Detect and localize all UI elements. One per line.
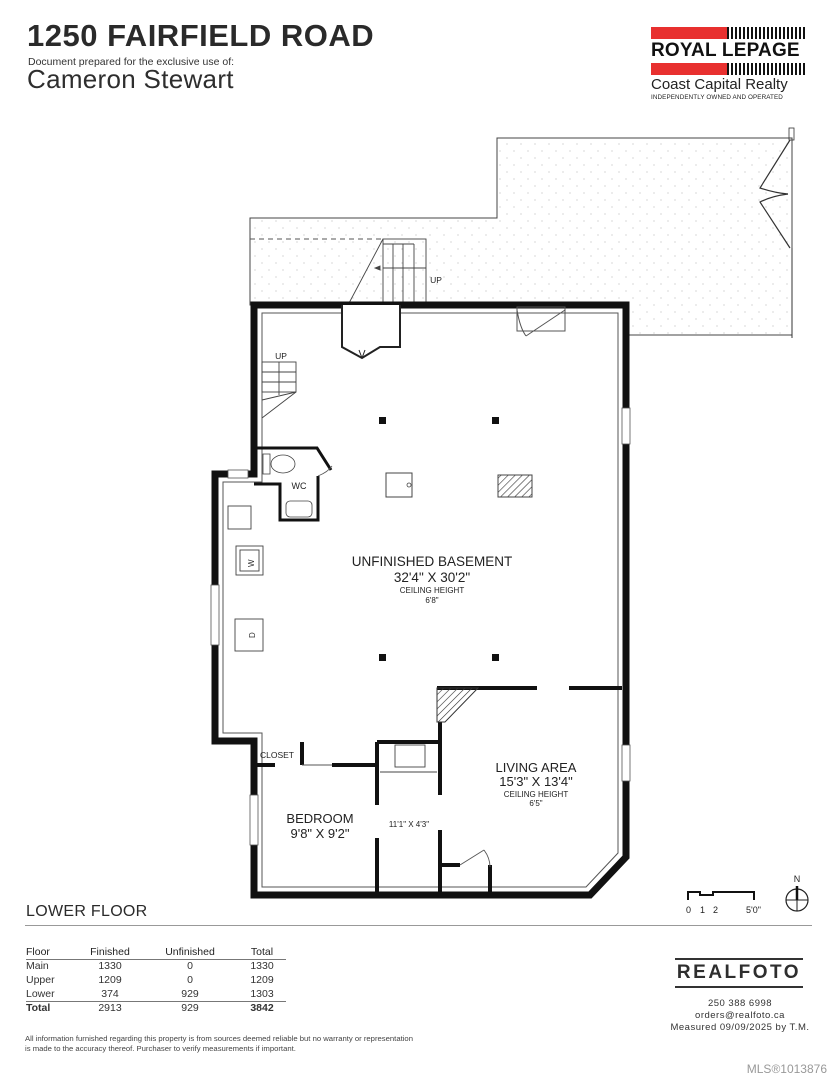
table-row: Upper 1209 0 1209 [26, 974, 286, 988]
photographer-contact: 250 388 6998 orders@realfoto.ca Measured… [650, 998, 830, 1034]
cell-total: 3842 [238, 1001, 286, 1017]
interior-stairs-up-label: UP [275, 351, 287, 361]
bifold-door [759, 127, 795, 338]
exterior-stairs-up-label: UP [430, 275, 442, 285]
royal-lepage-logo: ROYAL LEPAGE Coast Capital Realty INDEPE… [651, 27, 807, 101]
room-name-basement: UNFINISHED BASEMENT [352, 554, 513, 569]
logo-rule-bottom [675, 986, 803, 988]
scale-tick-2: 2 [713, 905, 719, 915]
cell-floor: Total [26, 1001, 78, 1017]
scale-tick-1: 1 [700, 905, 706, 915]
property-address-title: 1250 FAIRFIELD ROAD [27, 18, 375, 53]
logo-brand: ROYAL LEPAGE [651, 40, 800, 61]
ceiling-label-basement: CEILING HEIGHT [400, 586, 465, 595]
mls-number: MLS®1013876 [746, 1062, 827, 1076]
wc-room [254, 446, 333, 522]
logo-top-bar [651, 27, 807, 39]
cell-total: 1330 [250, 960, 274, 972]
photographer-name: REALFOTO [676, 962, 802, 983]
cell-unfinished: 0 [187, 960, 193, 972]
client-name: Cameron Stewart [27, 64, 234, 94]
deck-area [249, 127, 795, 338]
cell-finished: 1330 [98, 960, 122, 972]
washer-label: W [247, 559, 256, 567]
ceiling-label-living: CEILING HEIGHT [504, 790, 569, 799]
cell-finished: 374 [101, 987, 119, 1000]
column-header-finished: Finished [78, 946, 142, 960]
divider [25, 925, 812, 926]
closet-label: CLOSET [260, 750, 294, 760]
cell-floor: Upper [26, 973, 55, 986]
column-header-unfinished: Unfinished [142, 946, 238, 960]
exterior-walls [211, 301, 630, 899]
dryer-label: D [248, 632, 257, 638]
table-row: Main 1330 0 1330 [26, 960, 286, 974]
room-name-bedroom: BEDROOM [286, 811, 353, 826]
phone-number: 250 388 6998 [707, 998, 773, 1009]
cell-unfinished: 929 [142, 1001, 238, 1017]
laundry-fixtures [227, 505, 264, 652]
column-header-total: Total [238, 946, 286, 960]
room-dims-living: 15'3" X 13'4" [499, 774, 573, 789]
logo-tagline: INDEPENDENTLY OWNED AND OPERATED [651, 94, 783, 101]
room-dims-basement: 32'4" X 30'2" [394, 570, 471, 585]
table-header-row: Floor Finished Unfinished Total [26, 946, 286, 960]
disclaimer-text: All information furnished regarding this… [25, 1034, 413, 1053]
ceiling-living: 6'5" [529, 799, 542, 808]
logo-bottom-bar [651, 63, 807, 75]
living-door [459, 849, 491, 868]
north-arrow-icon: N [783, 874, 811, 921]
windows [210, 407, 631, 846]
interior-stairs [261, 361, 297, 419]
floor-plan-drawing: W D UNFINISHED B [210, 127, 795, 899]
chimney-hatch [436, 687, 480, 723]
interior-walls [254, 686, 622, 895]
scale-tick-0: 0 [686, 905, 692, 915]
room-dims-bath: 11'1" X 4'3" [389, 820, 429, 829]
cell-floor: Main [26, 960, 49, 972]
cell-total: 1209 [250, 973, 274, 986]
scale-bar: 0 1 2 5'0" [686, 888, 771, 915]
cell-total: 1303 [250, 987, 274, 1000]
measured-note: Measured 09/09/2025 by T.M. [670, 1022, 810, 1033]
logo-rule-top [675, 958, 803, 960]
top-door [516, 306, 566, 337]
wc-label: WC [292, 481, 307, 491]
bath-sink [380, 744, 437, 773]
logo-office: Coast Capital Realty [651, 76, 788, 93]
scale-tick-5: 5'0" [746, 905, 761, 915]
table-row: Lower 374 929 1303 [26, 988, 286, 1002]
cell-finished: 1209 [98, 973, 122, 986]
bay-window [341, 305, 401, 360]
room-name-living: LIVING AREA [496, 760, 577, 775]
cell-unfinished: 0 [187, 973, 193, 986]
prepared-for-label: Document prepared for the exclusive use … [28, 56, 235, 68]
floor-name: LOWER FLOOR [26, 903, 148, 920]
table-total-row: Total 2913 929 3842 [26, 1001, 286, 1017]
support-posts [379, 417, 499, 661]
cell-floor: Lower [26, 987, 55, 1000]
room-dims-bedroom: 9'8" X 9'2" [290, 826, 349, 841]
ceiling-basement: 6'8" [425, 596, 438, 605]
column-header-floor: Floor [26, 946, 78, 960]
cell-unfinished: 929 [181, 987, 199, 1000]
email-address: orders@realfoto.ca [695, 1010, 785, 1021]
area-summary-table: Floor Finished Unfinished Total Main 133… [26, 946, 286, 1017]
compass-label: N [794, 874, 801, 884]
cell-finished: 2913 [78, 1001, 142, 1017]
furnace [385, 472, 533, 498]
realfoto-logo: REALFOTO [675, 958, 803, 988]
